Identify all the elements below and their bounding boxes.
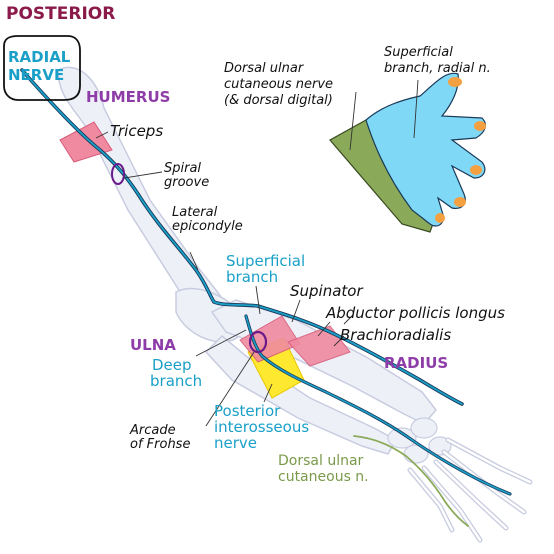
dorsal-ulnar-cutaneous-nerve-path — [353, 435, 469, 527]
label-posterior-interosseous-1: Posterior — [214, 402, 281, 420]
label-radial-nerve-1: RADIAL — [8, 48, 71, 66]
label-spiral-groove-2: groove — [164, 175, 210, 190]
label-lateral-epicondyle-1: Lateral — [172, 205, 218, 220]
label-triceps: Triceps — [110, 122, 164, 140]
label-superficial-branch-radial-1: Superficial — [384, 45, 453, 60]
label-deep-branch-2: branch — [150, 372, 203, 390]
label-brachioradialis: Brachioradialis — [340, 326, 452, 344]
nail — [454, 197, 466, 207]
label-dorsal-ulnar-nerve-hand-3: (& dorsal digital) — [224, 93, 333, 108]
label-arcade-of-frohse-2: of Frohse — [130, 437, 191, 452]
nail — [474, 121, 486, 131]
radial-nerve-callout — [3, 35, 81, 101]
carpal-bone — [387, 427, 417, 449]
nail — [448, 77, 462, 87]
leader-lines — [95, 79, 419, 427]
arcade-of-frohse-marker — [248, 330, 268, 354]
label-dorsal-ulnar-nerve-hand-1: Dorsal ulnar — [224, 61, 304, 76]
triceps-muscle — [59, 121, 113, 163]
label-superficial-branch-2: branch — [226, 268, 279, 286]
nail — [470, 165, 482, 175]
label-ulna: ULNA — [130, 336, 176, 354]
carpal-bone — [410, 417, 438, 439]
label-dorsal-ulnar-cutaneous-n-1: Dorsal ulnar — [278, 453, 364, 469]
nail — [435, 213, 445, 223]
label-humerus: HUMERUS — [86, 88, 171, 106]
label-arcade-of-frohse-1: Arcade — [130, 423, 176, 438]
label-superficial-branch-radial-2: branch, radial n. — [384, 61, 491, 76]
hand-radial-region — [365, 72, 486, 227]
label-lateral-epicondyle-2: epicondyle — [172, 219, 243, 234]
spiral-groove-marker — [111, 163, 125, 185]
label-radial-nerve-2: NERVE — [8, 66, 65, 84]
label-dorsal-ulnar-nerve-hand-2: cutaneous nerve — [224, 77, 334, 92]
label-deep-branch-1: Deep — [152, 356, 192, 374]
label-supinator: Supinator — [290, 282, 363, 300]
label-abductor-pollicis-longus: Abductor pollicis longus — [326, 304, 505, 322]
page-title: POSTERIOR — [6, 4, 116, 24]
label-posterior-interosseous-2: interosseous — [214, 418, 310, 436]
label-dorsal-ulnar-cutaneous-n-2: cutaneous n. — [278, 469, 369, 485]
label-radius: RADIUS — [384, 354, 449, 372]
label-superficial-branch-1: Superficial — [226, 252, 306, 270]
label-spiral-groove-1: Spiral — [164, 161, 202, 176]
label-posterior-interosseous-3: nerve — [214, 434, 258, 452]
